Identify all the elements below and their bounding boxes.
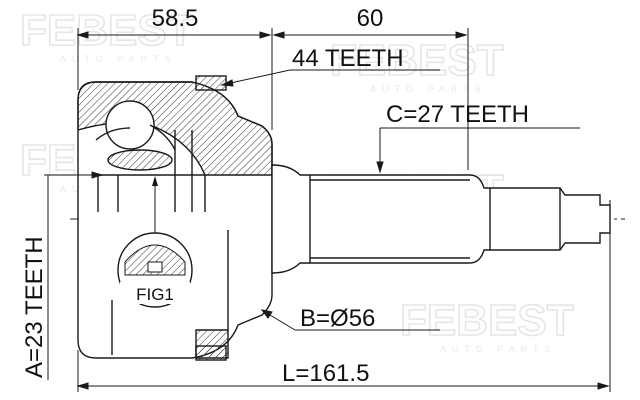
label-total-length: L=161.5 (282, 360, 369, 387)
watermark-brand: FEBEST (330, 36, 504, 85)
watermark-tagline: AUTO PARTS (440, 344, 557, 354)
label-outer-diameter: B=Ø56 (300, 305, 375, 332)
label-abs-teeth: 44 TEETH (292, 45, 404, 72)
shaft (271, 164, 611, 274)
dimension-outer-length: 58.5 (152, 5, 199, 32)
watermark-tagline: AUTO PARTS (60, 54, 177, 64)
label-inner-spline-teeth: A=23 TEETH (21, 236, 48, 378)
watermark-brand: FEBEST (400, 296, 574, 345)
watermark-tagline: AUTO PARTS (370, 84, 487, 94)
label-shaft-spline-teeth: C=27 TEETH (386, 101, 529, 128)
dimension-shaft-length: 60 (357, 5, 384, 32)
fig1-detail: FIG1 (117, 176, 193, 308)
watermark-brand: FEBEST (20, 6, 194, 55)
outer-joint-housing (77, 75, 273, 361)
figure-label: FIG1 (136, 285, 174, 304)
dimension-lines (44, 28, 611, 392)
